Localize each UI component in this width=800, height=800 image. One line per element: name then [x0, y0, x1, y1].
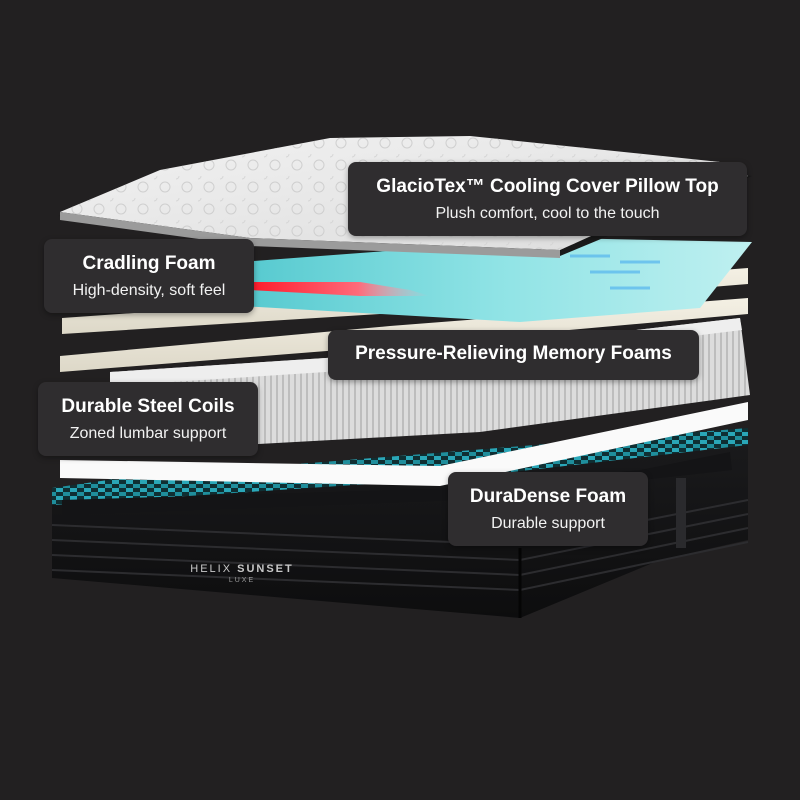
callout-memory-foams: Pressure-Relieving Memory Foams: [328, 330, 699, 380]
callout-title: Durable Steel Coils: [61, 396, 235, 417]
callout-title: DuraDense Foam: [469, 486, 627, 507]
duradense-foam-layer: [60, 402, 748, 486]
callout-cradling-foam: Cradling Foam High-density, soft feel: [44, 239, 254, 313]
callout-title: Pressure-Relieving Memory Foams: [355, 343, 672, 364]
callout-cooling-cover: GlacioTex™ Cooling Cover Pillow Top Plus…: [348, 162, 747, 236]
cradling-foam-layer: [240, 238, 752, 322]
brand-line: LUXE: [228, 577, 256, 584]
brand-logo: HELIX SUNSET LUXE: [178, 563, 306, 584]
brand-name: HELIX SUNSET: [190, 563, 294, 575]
callout-steel-coils: Durable Steel Coils Zoned lumbar support: [38, 382, 258, 456]
callout-duradense-foam: DuraDense Foam Durable support: [448, 472, 648, 546]
callout-subtitle: High-density, soft feel: [72, 282, 226, 299]
callout-title: Cradling Foam: [82, 253, 216, 274]
callout-subtitle: Durable support: [491, 515, 605, 532]
callout-subtitle: Zoned lumbar support: [69, 425, 227, 442]
callout-subtitle: Plush comfort, cool to the touch: [435, 205, 660, 222]
callout-title: GlacioTex™ Cooling Cover Pillow Top: [376, 176, 719, 197]
